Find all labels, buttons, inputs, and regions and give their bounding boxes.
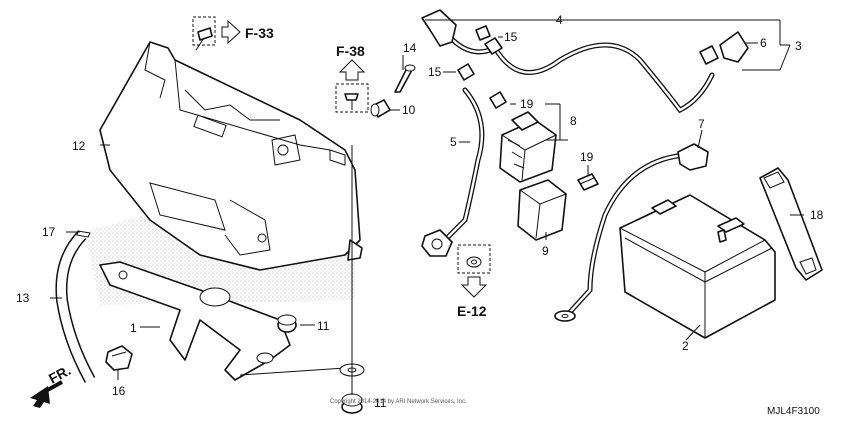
callout-7: 7 <box>698 117 705 131</box>
front-direction-arrow <box>30 380 63 408</box>
callout-4: 4 <box>556 13 563 27</box>
hose-clip <box>105 345 133 371</box>
copyright-notice: Copyright 2014-2014 by ARI Network Servi… <box>330 399 467 405</box>
grommet-upper <box>277 314 297 333</box>
callout-6: 6 <box>760 36 767 50</box>
ref-arrow-f38 <box>338 59 366 81</box>
collar-10 <box>370 99 391 118</box>
ref-fr: FR. <box>46 362 73 387</box>
callout-19-upper: 19 <box>520 97 534 111</box>
callout-15-left: 15 <box>428 65 442 79</box>
ref-e12: E-12 <box>457 303 487 319</box>
callout-10: 10 <box>402 103 416 117</box>
relay-assembly <box>499 111 557 183</box>
breather-tube <box>55 230 96 383</box>
ref-f38: F-38 <box>336 43 365 59</box>
callout-5: 5 <box>450 135 457 149</box>
callout-13: 13 <box>16 291 30 305</box>
leader-lines <box>50 19 804 380</box>
callout-17: 17 <box>42 225 56 239</box>
relay-9 <box>517 179 567 241</box>
wire-harness-5 <box>421 63 485 257</box>
callout-16: 16 <box>112 384 126 398</box>
wire-cable-7 <box>554 143 709 322</box>
callout-1: 1 <box>130 321 137 335</box>
callout-18: 18 <box>810 208 824 222</box>
connector-19 <box>577 173 599 191</box>
callout-labels: 1 2 3 4 5 6 7 8 9 10 11 11 12 13 14 15 1… <box>16 13 824 410</box>
battery <box>619 194 776 339</box>
wire-cable-4 <box>421 9 749 114</box>
battery-strap <box>759 167 823 281</box>
callout-14: 14 <box>403 41 417 55</box>
screw-15-upper <box>475 25 491 41</box>
callout-2: 2 <box>682 339 689 353</box>
callout-11-upper: 11 <box>317 319 330 333</box>
callout-15-upper: 15 <box>504 30 518 44</box>
grommet-lower <box>341 393 363 414</box>
tube-clip <box>76 230 91 238</box>
screw-f38 <box>335 83 369 113</box>
callout-19-lower: 19 <box>580 150 594 164</box>
bolt-top <box>192 16 216 51</box>
callout-8: 8 <box>570 114 577 128</box>
ref-f33: F-33 <box>245 25 274 41</box>
ref-arrow-f33 <box>221 19 241 45</box>
screw-e12 <box>457 244 491 274</box>
callout-9: 9 <box>542 244 549 258</box>
reference-labels: F-33 F-38 E-12 FR. <box>46 25 487 387</box>
callout-11-lower: 11 <box>374 396 387 410</box>
diagram-code: MJL4F3100 <box>767 406 820 417</box>
callout-3: 3 <box>795 39 802 53</box>
callout-12: 12 <box>72 139 86 153</box>
battery-bracket <box>99 261 359 381</box>
bolt-14 <box>394 64 416 93</box>
ref-arrow-e12 <box>460 276 488 298</box>
battery-case <box>99 41 363 271</box>
